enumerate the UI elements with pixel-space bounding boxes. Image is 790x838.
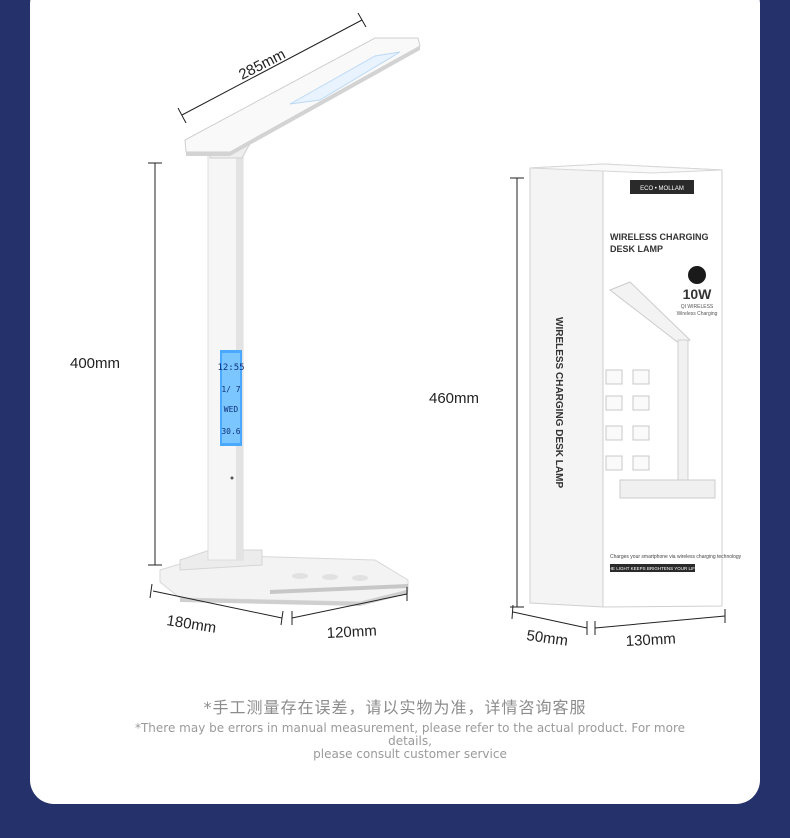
lcd-time: 12:55 xyxy=(217,363,244,373)
note-english: *There may be errors in manual measureme… xyxy=(120,722,700,761)
box-power: 10W xyxy=(683,286,713,302)
dim-box-width: 130mm xyxy=(625,630,676,650)
illustration: 12:55 1/ 7 WED 30.6 xyxy=(70,12,742,650)
note-chinese: *手工测量存在误差，请以实物为准，详情咨询客服 xyxy=(203,698,587,717)
lamp-dimension-lines xyxy=(148,12,408,626)
box-side-text: WIRELESS CHARGING DESK LAMP xyxy=(553,317,564,488)
note-english-line2: please consult customer service xyxy=(313,747,507,761)
lcd-day: WED xyxy=(224,405,239,414)
box-power-sub: QI WIRELESS xyxy=(681,304,714,310)
box-bottom-text: Charges your smartphone via wireless cha… xyxy=(610,554,742,560)
lcd-date: 1/ 7 xyxy=(221,385,240,394)
dim-box-height: 460mm xyxy=(429,390,479,407)
dim-lamp-height: 400mm xyxy=(70,355,120,372)
box-title-line2: DESK LAMP xyxy=(610,244,663,254)
wireless-icon xyxy=(688,266,706,284)
content-panel: 12:55 1/ 7 WED 30.6 xyxy=(30,0,760,804)
box-dimension-lines xyxy=(510,177,726,635)
box-title-line1: WIRELESS CHARGING xyxy=(610,232,709,242)
product-box: WIRELESS CHARGING DESK LAMP ECO • MOLLAM… xyxy=(529,163,742,608)
box-power-sub2: Wireless Charging xyxy=(677,311,718,317)
dim-base-width: 120mm xyxy=(326,622,377,642)
box-brand-bar xyxy=(630,180,694,194)
lcd-temp: 30.6 xyxy=(221,427,240,436)
box-bottom-bar: THE LIGHT KEEPS BRIGHTENS YOUR LIFE xyxy=(606,566,698,571)
dim-base-depth: 180mm xyxy=(165,612,217,637)
desk-lamp: 12:55 1/ 7 WED 30.6 xyxy=(159,37,421,606)
dim-box-depth: 50mm xyxy=(525,627,569,650)
note-english-line1: *There may be errors in manual measureme… xyxy=(134,721,686,748)
box-brand: ECO • MOLLAM xyxy=(640,186,684,192)
dim-arm-length: 285mm xyxy=(236,46,288,84)
